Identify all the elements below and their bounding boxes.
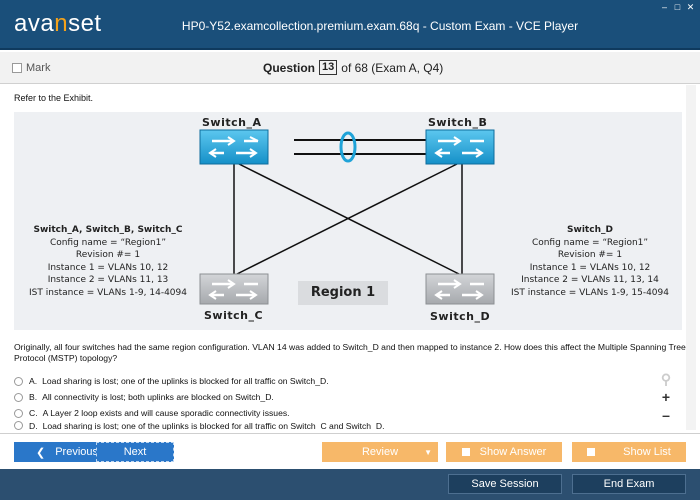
title-bar: avanset HP0-Y52.examcollection.premium.e… — [0, 0, 700, 50]
question-suffix: of 68 (Exam A, Q4) — [341, 60, 444, 75]
navigation-bar: ❮ Previous Next Review ▼ Show Answer Sho… — [0, 433, 700, 469]
mark-label: Mark — [26, 62, 51, 74]
answer-letter: B. — [29, 392, 38, 402]
show-answer-label: Show Answer — [479, 446, 547, 458]
right-config-block: Switch_D Config name = “Region1” Revisio… — [502, 224, 678, 299]
review-label: Review — [361, 446, 399, 458]
review-button[interactable]: Review ▼ — [322, 442, 438, 462]
show-list-button[interactable]: Show List — [572, 442, 686, 462]
answer-text: Load sharing is lost; one of the uplinks… — [42, 421, 385, 430]
previous-label: Previous — [55, 446, 98, 458]
question-counter: Question 13 of 68 (Exam A, Q4) — [263, 60, 443, 75]
save-session-label: Save Session — [471, 478, 539, 490]
magnifier-icon[interactable]: ⚲ — [660, 371, 672, 387]
scrollbar[interactable] — [686, 85, 696, 430]
close-icon[interactable]: ✕ — [686, 2, 695, 12]
answer-option-d[interactable]: D. Load sharing is lost; one of the upli… — [14, 421, 654, 430]
switch-d-icon — [425, 273, 495, 305]
answer-letter: C. — [29, 408, 38, 418]
switch-b-icon — [425, 129, 495, 165]
right-config-line: IST instance = VLANs 1-9, 15-4094 — [511, 287, 669, 298]
exhibit-image: Switch_A Switch_B Switch_C Switch_D Regi… — [14, 112, 682, 330]
show-list-label: Show List — [623, 446, 671, 458]
right-config-line: Revision #= 1 — [557, 250, 623, 260]
answer-text: All connectivity is lost; both uplinks a… — [42, 392, 274, 402]
radio-icon[interactable] — [14, 392, 23, 402]
switch-a-label: Switch_A — [202, 116, 262, 129]
radio-icon[interactable] — [14, 421, 23, 430]
zoom-out-icon[interactable]: – — [662, 407, 670, 423]
answer-option-c[interactable]: C. A Layer 2 loop exists and will cause … — [14, 405, 654, 421]
window-title: HP0-Y52.examcollection.premium.exam.68q … — [181, 19, 579, 33]
zoom-in-icon[interactable]: + — [661, 389, 671, 405]
switch-a-icon — [199, 129, 269, 165]
answer-option-a[interactable]: A. Load sharing is lost; one of the upli… — [14, 373, 654, 389]
switch-c-icon — [199, 273, 269, 305]
left-config-block: Switch_A, Switch_B, Switch_C Config name… — [20, 224, 196, 299]
left-config-line: Revision #= 1 — [75, 250, 141, 260]
answer-list: A. Load sharing is lost; one of the upli… — [14, 373, 654, 430]
window-controls: – □ ✕ — [659, 2, 696, 13]
question-header: Mark Question 13 of 68 (Exam A, Q4) — [0, 52, 700, 84]
switch-c-label: Switch_C — [204, 309, 264, 322]
checkbox-icon — [587, 448, 596, 456]
caret-down-icon: ▼ — [424, 447, 432, 457]
save-session-button[interactable]: Save Session — [448, 474, 562, 494]
right-config-line: Instance 1 = VLANs 10, 12 — [529, 262, 651, 273]
right-config-line: Instance 2 = VLANs 11, 13, 14 — [521, 275, 659, 285]
network-diagram — [199, 129, 495, 305]
right-config-line: Config name = “Region1” — [531, 237, 649, 248]
previous-button[interactable]: ❮ Previous — [14, 442, 120, 462]
answer-text: A Layer 2 loop exists and will cause spo… — [42, 408, 290, 418]
answer-letter: A. — [29, 376, 38, 386]
switch-d-label: Switch_D — [430, 310, 491, 323]
end-exam-button[interactable]: End Exam — [572, 474, 686, 494]
trunk-group-icon — [339, 131, 357, 163]
region-label: Region 1 — [298, 281, 388, 305]
zoom-controls: ⚲ + – — [656, 370, 678, 424]
maximize-icon[interactable]: □ — [674, 2, 681, 12]
left-config-line: IST instance = VLANs 1-9, 14-4094 — [29, 287, 187, 298]
mark-checkbox[interactable]: Mark — [12, 62, 50, 74]
chevron-left-icon: ❮ — [35, 446, 46, 459]
checkbox-icon[interactable] — [12, 63, 22, 73]
question-number-input[interactable]: 13 — [319, 60, 338, 75]
link-b-c — [236, 163, 458, 275]
link-a-d — [238, 163, 460, 275]
show-answer-button[interactable]: Show Answer — [446, 442, 562, 462]
left-config-head: Switch_A, Switch_B, Switch_C — [33, 225, 183, 235]
checkbox-icon — [461, 448, 470, 456]
minimize-icon[interactable]: – — [661, 2, 667, 12]
answer-option-b[interactable]: B. All connectivity is lost; both uplink… — [14, 389, 654, 405]
next-button[interactable]: Next — [96, 442, 174, 462]
action-bar: Save Session End Exam — [0, 469, 700, 500]
right-config-head: Switch_D — [567, 225, 613, 235]
answer-text: Load sharing is lost; one of the uplinks… — [42, 376, 329, 386]
radio-icon[interactable] — [14, 376, 23, 386]
question-text: Originally, all four switches had the sa… — [14, 342, 686, 363]
left-config-line: Instance 2 = VLANs 11, 13 — [47, 275, 169, 285]
app-logo: avanset — [14, 10, 102, 37]
left-config-line: Config name = “Region1” — [49, 237, 167, 248]
question-label: Question — [263, 60, 316, 75]
next-label: Next — [123, 446, 147, 458]
radio-icon[interactable] — [14, 408, 23, 418]
refer-text: Refer to the Exhibit. — [14, 93, 94, 103]
end-exam-label: End Exam — [603, 478, 655, 490]
answer-letter: D. — [29, 421, 38, 430]
left-config-line: Instance 1 = VLANs 10, 12 — [47, 262, 169, 273]
switch-b-label: Switch_B — [428, 116, 488, 129]
